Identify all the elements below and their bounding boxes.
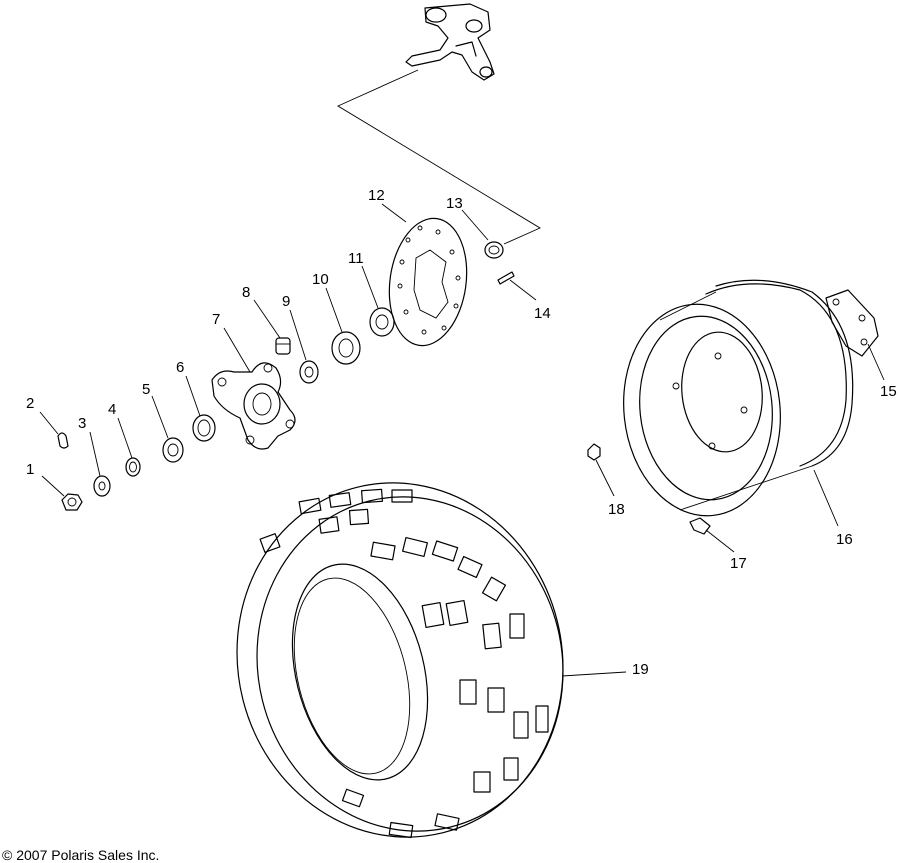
callout-2: 2	[26, 395, 34, 412]
part-15-brake-plate	[825, 289, 879, 357]
part-2-cotter-pin	[57, 432, 69, 449]
part-6-bearing	[192, 414, 216, 442]
callouts: 1 2 3 4 5 6 7 8 9 10 11 12 13 14 15 16 1…	[26, 187, 897, 678]
steering-knuckle	[405, 3, 495, 81]
copyright-notice: © 2007 Polaris Sales Inc.	[2, 847, 159, 863]
part-18-lug-nut	[587, 443, 601, 461]
part-4-seal	[125, 457, 141, 477]
part-19-tire	[236, 482, 564, 839]
callout-8: 8	[242, 284, 250, 301]
part-5-nut	[162, 437, 184, 463]
part-10-bearing	[331, 331, 361, 365]
callout-6: 6	[176, 359, 184, 376]
callout-11: 11	[348, 250, 364, 267]
callout-15: 15	[880, 383, 897, 400]
callout-4: 4	[108, 401, 116, 418]
callout-9: 9	[282, 293, 290, 310]
part-3-washer	[93, 475, 111, 497]
part-12-brake-disc	[388, 217, 468, 347]
callout-18: 18	[608, 501, 625, 518]
part-9-spacer	[299, 360, 319, 384]
part-16-wheel-rim	[623, 279, 854, 517]
part-8-stud	[275, 337, 291, 355]
part-14-pin	[497, 271, 515, 285]
leader-lines	[39, 203, 885, 677]
part-1-nut	[61, 493, 83, 511]
callout-14: 14	[534, 305, 551, 322]
callout-3: 3	[78, 415, 86, 432]
callout-17: 17	[730, 555, 747, 572]
callout-12: 12	[368, 187, 385, 204]
callout-7: 7	[212, 311, 220, 328]
callout-13: 13	[446, 195, 463, 212]
callout-1: 1	[26, 461, 34, 478]
part-13-bushing	[484, 241, 504, 259]
part-7-hub	[211, 362, 296, 450]
callout-10: 10	[312, 271, 329, 288]
part-11-seal	[369, 307, 395, 337]
callout-16: 16	[836, 531, 853, 548]
callout-5: 5	[142, 381, 150, 398]
part-17-valve-stem	[689, 517, 711, 535]
callout-19: 19	[632, 661, 649, 678]
assembly-axis-line	[337, 69, 541, 245]
